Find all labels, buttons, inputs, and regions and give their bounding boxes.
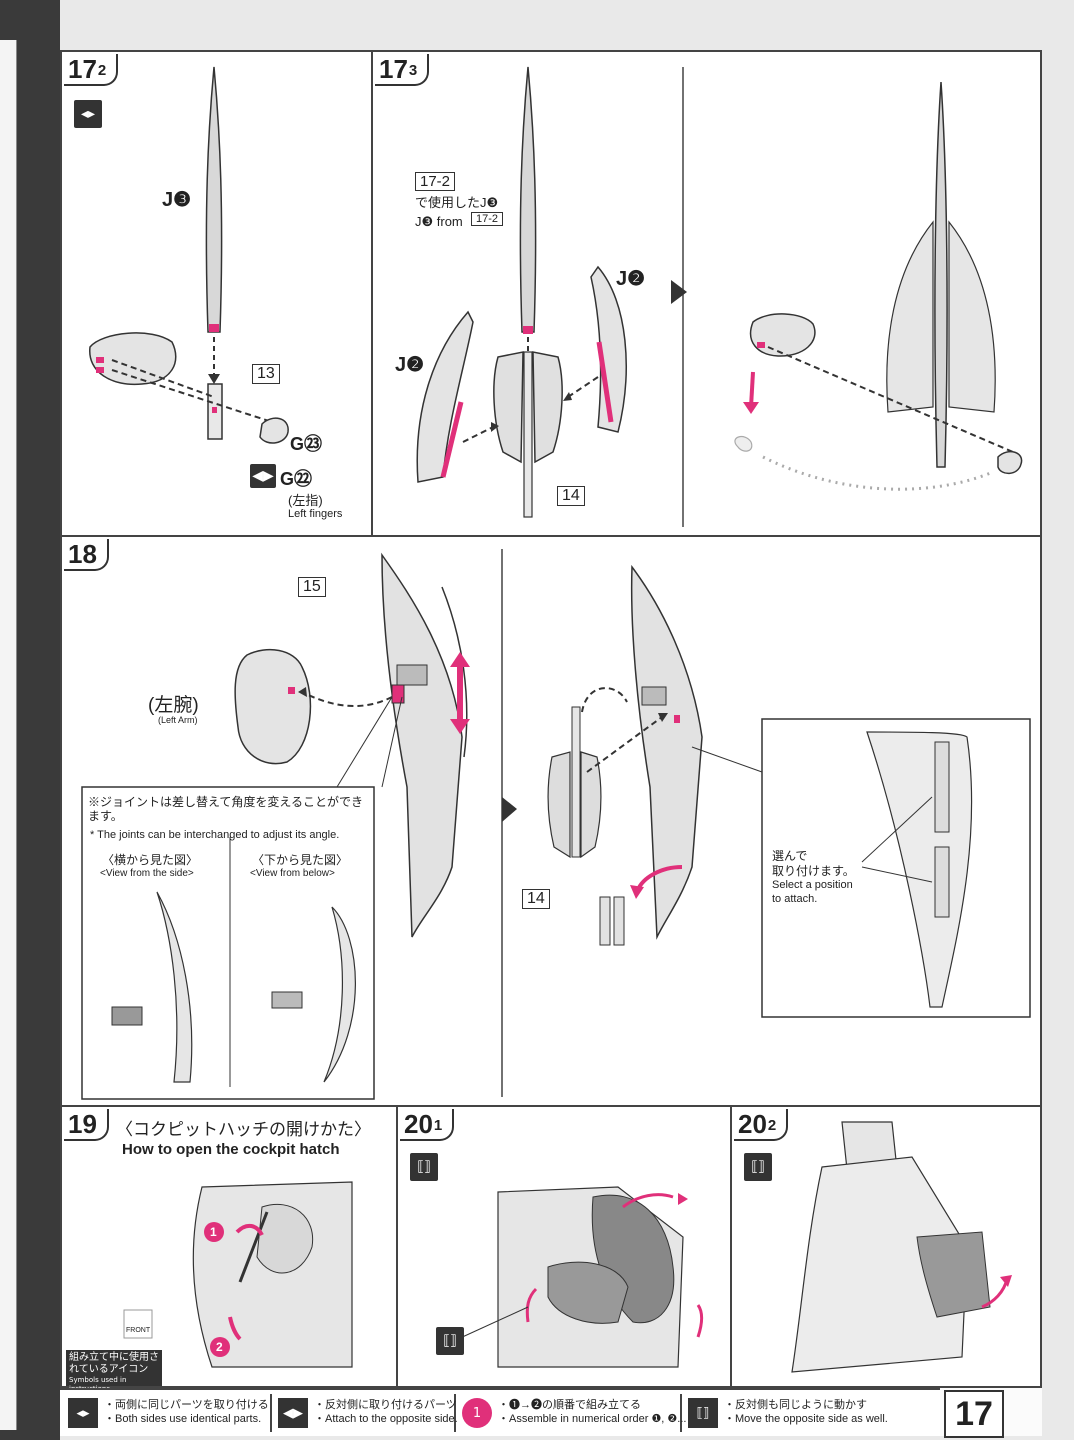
legend-item-opposite-side: ◀▶ ・反対側に取り付けるパーツ・Attach to the opposite … (274, 1394, 458, 1432)
select-position-en-1: Select a position (772, 879, 853, 891)
part-number-14-b: 14 (522, 889, 550, 909)
step-20-1: 201 ⟦⟧ ⟦⟧ (396, 1105, 732, 1388)
select-position-jp-2: 取り付けます。 (772, 864, 855, 878)
page-number: 17 (944, 1390, 1004, 1438)
left-arm-en: (Left Arm) (158, 715, 198, 725)
legend-text-en: ・Both sides use identical parts. (104, 1413, 262, 1425)
step-20-2-illustration (791, 1121, 1012, 1373)
cockpit-title-jp: 〈コクピットハッチの開けかた〉 (116, 1120, 371, 1139)
legend-text-jp: ・両側に同じパーツを取り付ける (104, 1399, 269, 1411)
both-sides-icon: ◂▸ (74, 100, 102, 128)
step-number: 19 (64, 1109, 109, 1141)
step-number: 173 (375, 54, 430, 86)
legend-text-en: ・Assemble in numerical order ❶, ❷... (498, 1413, 687, 1425)
legend-text-en: ・Attach to the opposite side. (314, 1413, 458, 1425)
legend-item-move-opposite: ⟦⟧ ・反対側も同じように動かす・Move the opposite side … (684, 1394, 888, 1432)
part-label-j3: J❸ (162, 189, 192, 211)
step-19: 19 〈コクピットハッチの開けかた〉 How to open the cockp… (60, 1105, 398, 1393)
view-side-en: <View from the side> (100, 868, 194, 879)
view-below-en: <View from below> (250, 868, 335, 879)
step-19-illustration (123, 1181, 353, 1368)
step-17-2-illustration (89, 66, 289, 444)
part-label-j2-left: J❷ (395, 354, 425, 376)
part-number-15: 15 (298, 577, 326, 597)
step-number: 202 (734, 1109, 789, 1141)
symbols-legend: ◂▸ ・両側に同じパーツを取り付ける・Both sides use identi… (60, 1388, 940, 1436)
legend-item-numerical-order: 1 ・❶→❷の順番で組み立てる・Assemble in numerical or… (458, 1394, 686, 1432)
left-fingers-en: Left fingers (288, 508, 343, 520)
reference-en: J❸ from (415, 214, 463, 229)
order-1-badge: 1 (210, 1225, 217, 1239)
order-2-badge: 2 (216, 1340, 223, 1354)
legend-text-jp: ・❶→❷の順番で組み立てる (498, 1399, 641, 1411)
numerical-order-icon: 1 (462, 1398, 492, 1428)
joint-note-en: * The joints can be interchanged to adju… (90, 829, 340, 841)
cockpit-title-en: How to open the cockpit hatch (122, 1141, 340, 1158)
left-fingers-jp: (左指) (288, 493, 323, 508)
both-sides-icon: ◂▸ (68, 1398, 98, 1428)
opposite-side-icon: ◀▶ (278, 1398, 308, 1428)
part-label-j2-right: J❷ (616, 268, 646, 290)
select-position-jp-1: 選んで (772, 849, 808, 863)
step-17-3-illustration (416, 66, 1023, 527)
move-opposite-icon: ⟦⟧ (744, 1153, 772, 1181)
move-opposite-icon: ⟦⟧ (410, 1153, 438, 1181)
step-18: 18 (60, 535, 1042, 1107)
move-opposite-icon: ⟦⟧ (688, 1398, 718, 1428)
step-number: 201 (400, 1109, 455, 1141)
left-arm-jp: (左腕) (148, 695, 199, 716)
joint-note-jp: ※ジョイントは差し替えて角度を変えることができます。 (88, 795, 364, 823)
symbols-legend-heading: 組み立て中に使用されているアイコン Symbols used in instru… (66, 1350, 162, 1393)
part-label-g23: G㉓ (290, 434, 323, 454)
legend-item-both-sides: ◂▸ ・両側に同じパーツを取り付ける・Both sides use identi… (64, 1394, 272, 1432)
step-17-2: 172 ◂▸ J❸ 13 G㉓ ◀▶ G㉒ (左指) Left fingers (60, 50, 373, 537)
step-number: 18 (64, 539, 109, 571)
part-number-14: 14 (557, 486, 585, 506)
step-20-2: 202 ⟦⟧ (730, 1105, 1042, 1388)
move-opposite-icon-2: ⟦⟧ (436, 1327, 464, 1355)
opposite-side-icon: ◀▶ (250, 464, 276, 488)
reference-step-box: 17-2 (415, 172, 456, 191)
legend-text-en: ・Move the opposite side as well. (724, 1413, 888, 1425)
previous-page-edge (0, 40, 17, 1430)
part-label-g22: G㉒ (280, 469, 313, 489)
legend-text-jp: ・反対側も同じように動かす (724, 1399, 867, 1411)
step-18-illustration (81, 549, 1031, 1100)
view-below-jp: 〈下から見た図〉 (252, 853, 349, 867)
part-number-13: 13 (252, 364, 280, 384)
symbols-heading-jp: 組み立て中に使用されているアイコン (69, 1352, 159, 1375)
legend-text-jp: ・反対側に取り付けるパーツ (314, 1399, 457, 1411)
select-position-en-2: to attach. (772, 893, 818, 905)
instruction-page: 172 ◂▸ J❸ 13 G㉓ ◀▶ G㉒ (左指) Left fingers … (60, 50, 1042, 1436)
reference-jp: で使用したJ❸ (415, 195, 499, 210)
front-label: FRONT (126, 1327, 151, 1334)
reference-step-box-2: 17-2 (471, 212, 504, 226)
view-side-jp: 〈横から見た図〉 (102, 853, 199, 867)
step-20-1-illustration (457, 1186, 704, 1368)
step-17-3: 173 (371, 50, 1042, 537)
step-number: 172 (64, 54, 119, 86)
